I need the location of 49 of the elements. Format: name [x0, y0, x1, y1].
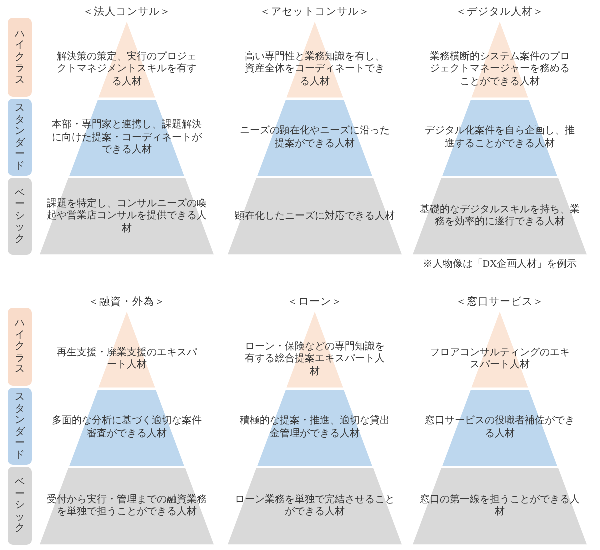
level-tab: ハイクラス	[8, 18, 32, 97]
tier-description: 課題を特定し、コンサルニーズの喚起や営業店コンサルを提供できる人材	[46, 198, 208, 236]
tier-description: 窓口サービスの役職者補佐ができる人材	[425, 416, 575, 441]
tier-description: 基礎的なデジタルスキルを持ち、業務を効率的に遂行できる人材	[419, 204, 581, 230]
pyramid-tier	[413, 468, 587, 545]
pyramid-title: ＜アセットコンサル＞	[260, 6, 370, 19]
level-tab: ハイクラス	[8, 308, 32, 386]
level-tab: スタンダード	[8, 99, 32, 176]
pyramid-tier	[413, 178, 587, 255]
pyramid-title: ＜ローン＞	[288, 296, 342, 309]
tier-description: フロアコンサルティングのエキスパート人材	[430, 347, 570, 372]
tier-description: 解決策の策定、実行のプロジェクトマネジメントスキルを有する人材	[57, 50, 197, 88]
tier-description: ローン業務を単独で完結させることができる人材	[234, 494, 396, 520]
pyramid-tier	[240, 390, 390, 466]
pyramid-tier	[57, 22, 197, 98]
pyramid-tier	[52, 100, 202, 176]
tier-description: 積極的な提案・推進、適切な貸出金管理ができる人材	[240, 416, 390, 441]
tier-description: 顕在化したニーズに対応できる人材	[235, 210, 395, 223]
tier-description: 受付から実行・管理までの融資業務を単独で担うことができる人材	[46, 494, 208, 520]
pyramid-tier	[57, 312, 197, 388]
tier-description: 再生支援・廃業支援のエキスパート人材	[57, 347, 197, 372]
pyramid-tier	[430, 312, 570, 388]
footnote: ※人物像は「DX企画人材」を例示	[422, 258, 578, 271]
pyramid-title: ＜法人コンサル＞	[83, 6, 171, 19]
pyramid-title: ＜窓口サービス＞	[456, 296, 544, 309]
tier-description: 多面的な分析に基づく適切な案件審査ができる人材	[52, 416, 202, 441]
tier-description: 本部・専門家と連携し、課題解決に向けた提案・コーディネートができる人材	[52, 119, 202, 157]
level-tab: ベーシック	[8, 467, 32, 545]
pyramid-tier	[425, 390, 575, 466]
pyramid-title: ＜デジタル人材＞	[456, 6, 544, 19]
pyramid-tier	[228, 468, 402, 545]
pyramid-tier	[40, 468, 214, 545]
pyramid-tier	[228, 178, 402, 255]
tier-description: ニーズの顕在化やニーズに沿った提案ができる人材	[240, 126, 390, 151]
tier-description: 窓口の第一線を担うことができる人材	[419, 494, 581, 520]
pyramid-title: ＜融資・外為＞	[88, 296, 166, 309]
pyramid-tier	[52, 390, 202, 466]
level-tab: ベーシック	[8, 178, 32, 255]
pyramid-tier	[245, 312, 385, 388]
pyramid-tier	[425, 100, 575, 176]
tier-description: ローン・保険などの専門知識を有する総合提案エキスパート人材	[245, 340, 385, 378]
tier-description: 業務横断的システム案件のプロジェクトマネージャーを務めることができる人材	[430, 50, 570, 88]
pyramid-tier	[430, 22, 570, 98]
level-tab: スタンダード	[8, 388, 32, 465]
pyramid-tier	[240, 100, 390, 176]
pyramid-tier	[245, 22, 385, 98]
tier-description: デジタル化案件を自ら企画し、推進することができる人材	[425, 126, 575, 151]
pyramid-tier	[40, 178, 214, 255]
tier-description: 高い専門性と業務知識を有し、資産全体をコーディネートできる人材	[245, 50, 385, 88]
